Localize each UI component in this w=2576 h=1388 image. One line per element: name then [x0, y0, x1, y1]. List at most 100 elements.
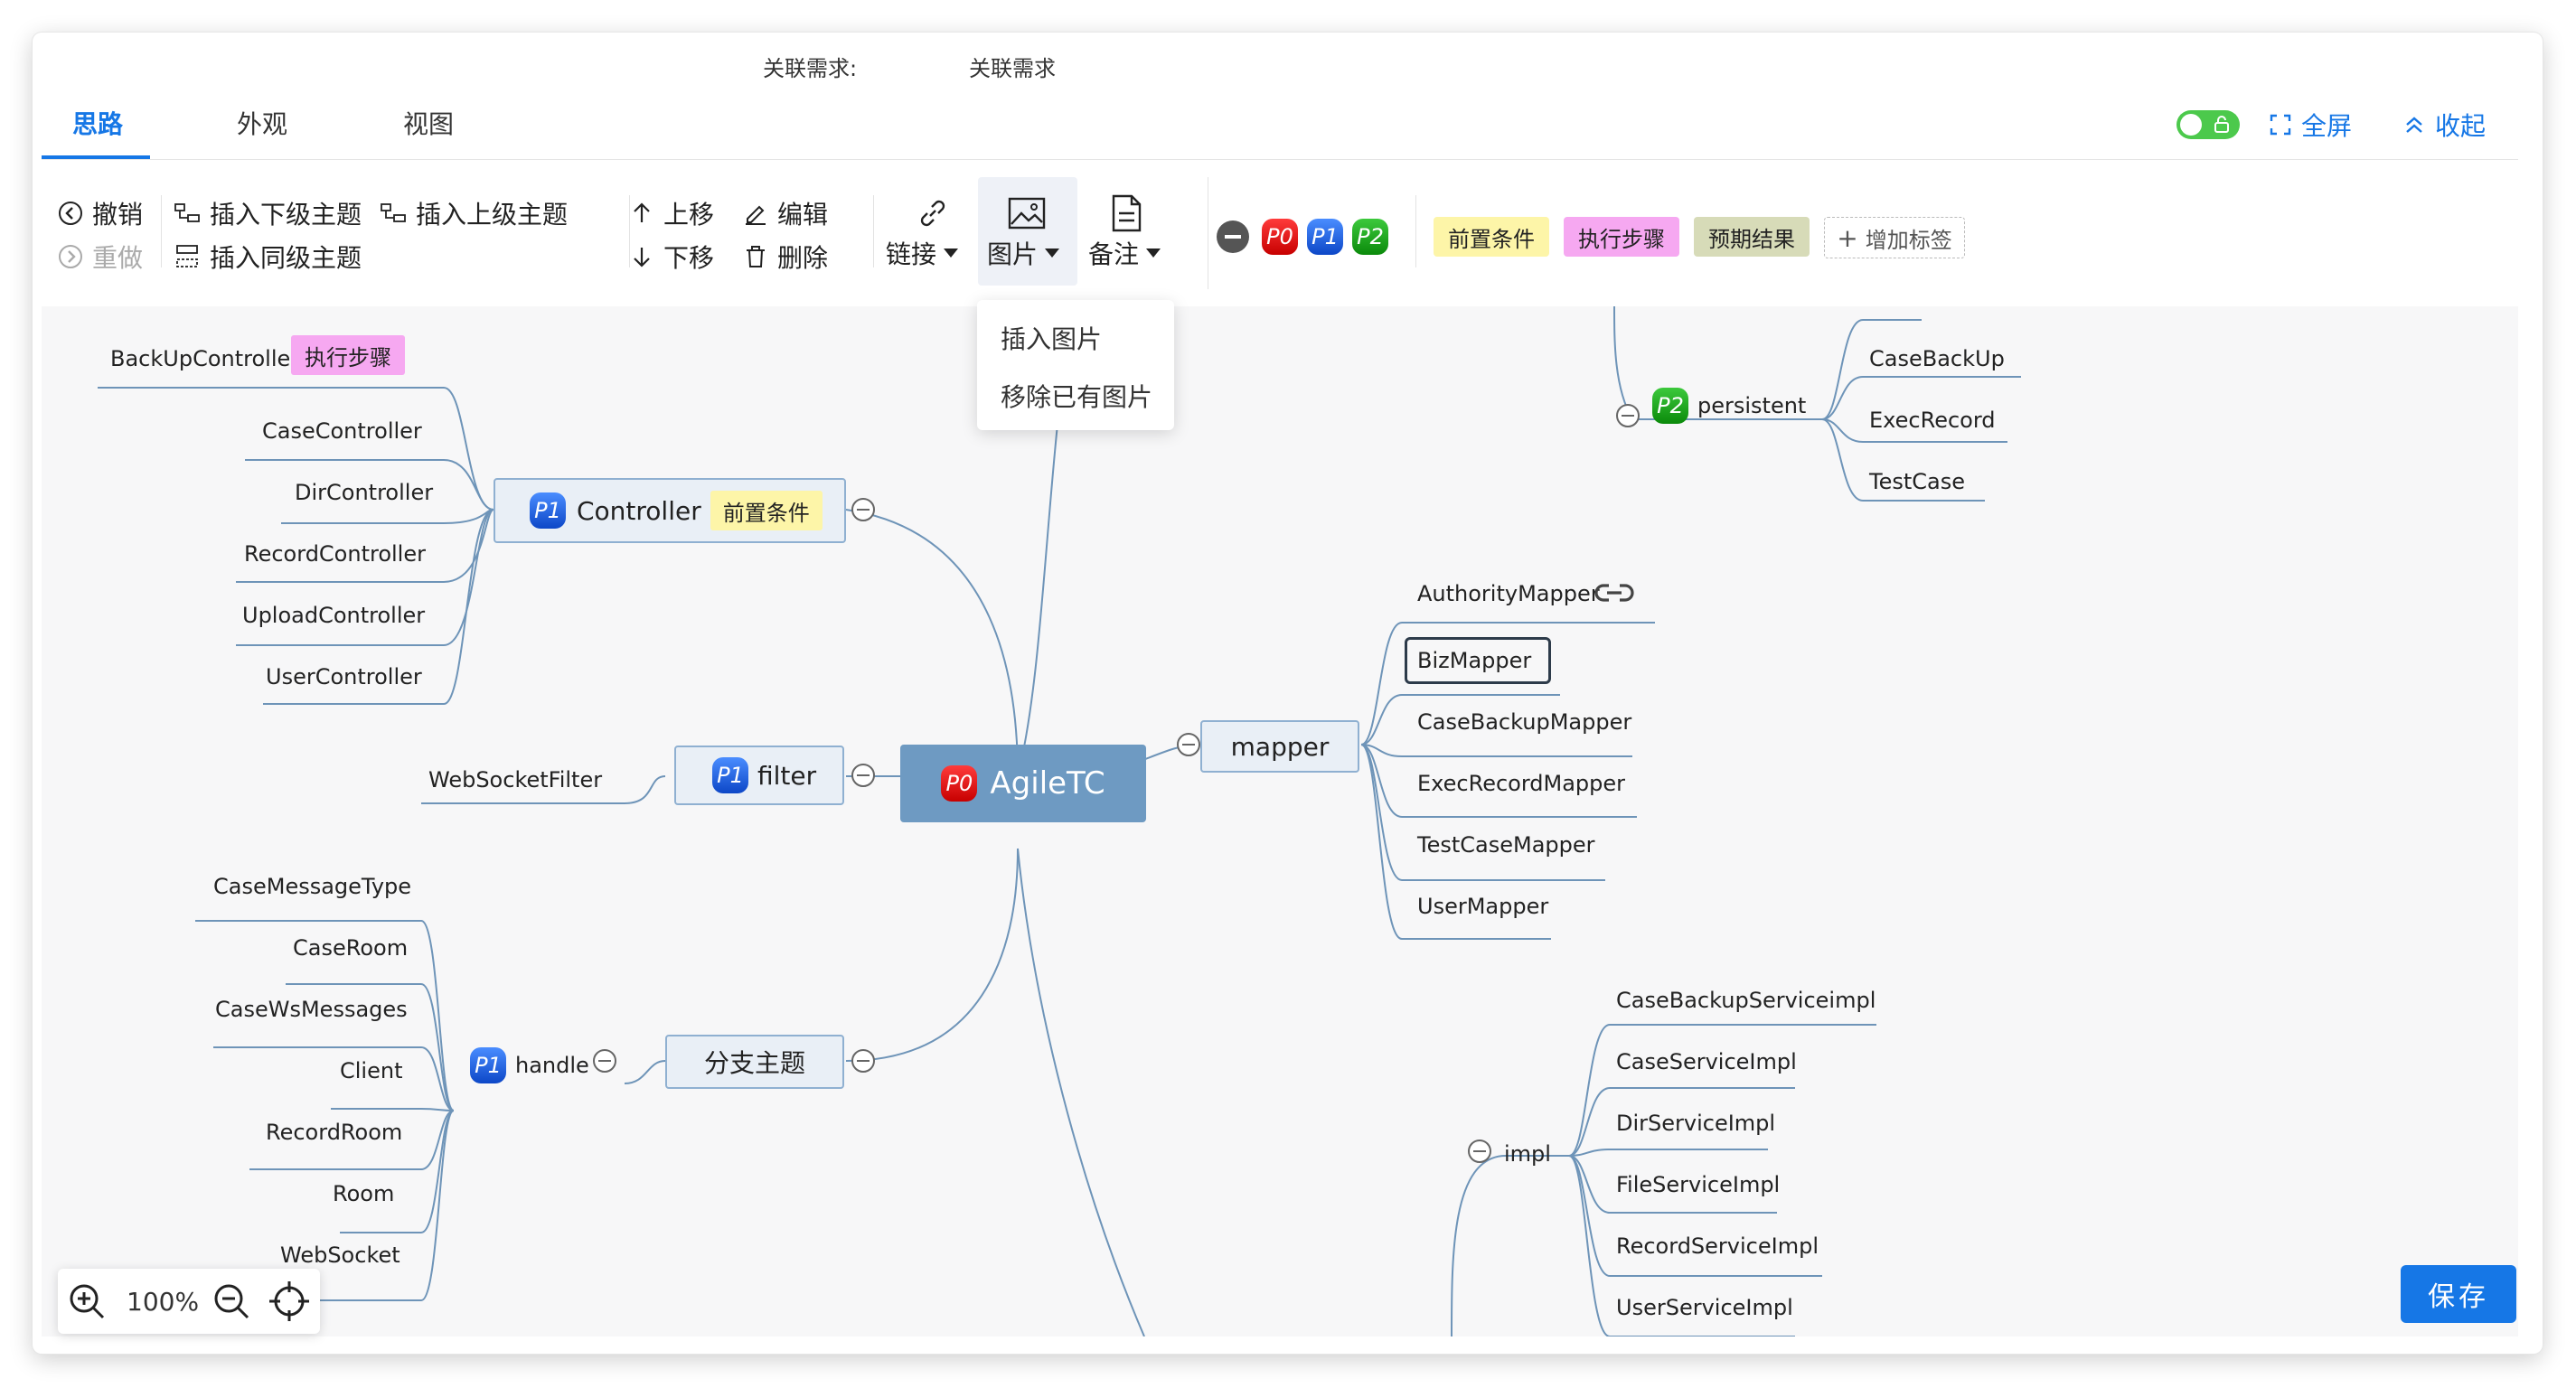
mindmap-canvas[interactable]: P0 AgileTC P1 Controller 前置条件 BackUpCont…: [42, 306, 2518, 1336]
node-casewsmessages[interactable]: CaseWsMessages: [215, 997, 408, 1022]
collapse-button[interactable]: 收起: [2402, 107, 2486, 143]
node-testcase[interactable]: TestCase: [1869, 469, 1965, 494]
image-label: 图片: [987, 239, 1039, 269]
menu-item-insert-image[interactable]: 插入图片: [1001, 324, 1103, 354]
toolbar-separator: [161, 195, 162, 267]
node-usermapper[interactable]: UserMapper: [1417, 894, 1549, 919]
link-icon: [920, 200, 945, 227]
insert-parent-button[interactable]: 插入上级主题: [380, 195, 568, 231]
note-button[interactable]: 备注: [1088, 192, 1179, 278]
node-caseroom[interactable]: CaseRoom: [293, 935, 409, 961]
persistent-node[interactable]: P2 persistent: [1652, 388, 1806, 424]
node-websocket[interactable]: WebSocket: [280, 1243, 400, 1268]
toolbar-separator: [629, 195, 630, 267]
branch-node[interactable]: 分支主题: [665, 1035, 844, 1089]
node-recordserviceimpl[interactable]: RecordServiceImpl: [1616, 1233, 1819, 1259]
priority-p1-button[interactable]: P1: [1307, 219, 1343, 255]
tab-idea[interactable]: 思路: [72, 109, 124, 139]
node-execrecordmapper[interactable]: ExecRecordMapper: [1417, 771, 1626, 796]
impl-label[interactable]: impl: [1504, 1141, 1551, 1167]
node-recordroom[interactable]: RecordRoom: [266, 1120, 403, 1145]
pencil-icon: [746, 205, 766, 225]
node-uploadcontroller[interactable]: UploadController: [242, 603, 426, 628]
zoom-in-icon[interactable]: [67, 1281, 107, 1321]
note-label-wrap: 备注: [1088, 235, 1162, 271]
insert-sibling-button[interactable]: 插入同级主题: [174, 239, 362, 275]
handle-node[interactable]: P1 handle: [470, 1047, 589, 1083]
zoom-level: 100%: [127, 1287, 200, 1317]
menu-item-remove-image[interactable]: 移除已有图片: [1001, 382, 1153, 412]
node-recordcontroller[interactable]: RecordController: [244, 541, 426, 567]
root-node[interactable]: P0 AgileTC: [900, 745, 1146, 822]
node-room[interactable]: Room: [333, 1181, 395, 1206]
insert-parent-label: 插入上级主题: [416, 200, 569, 230]
node-casebackupserviceimpl[interactable]: CaseBackupServiceimpl: [1616, 988, 1876, 1013]
move-down-button[interactable]: 下移: [629, 239, 714, 275]
node-backupcontroller[interactable]: BackUpController: [110, 346, 300, 371]
controller-collapse-icon[interactable]: [851, 498, 875, 521]
node-casebackup[interactable]: CaseBackUp: [1869, 346, 2005, 371]
node-execrecord[interactable]: ExecRecord: [1869, 408, 1996, 433]
undo-button[interactable]: 撤销: [58, 195, 143, 231]
tag-expected-button[interactable]: 预期结果: [1694, 217, 1810, 257]
persistent-label: persistent: [1697, 393, 1807, 418]
mapper-node[interactable]: mapper: [1200, 720, 1359, 773]
tag-steps-button[interactable]: 执行步骤: [1564, 217, 1679, 257]
node-client[interactable]: Client: [340, 1058, 403, 1083]
insert-child-button[interactable]: 插入下级主题: [174, 195, 362, 231]
node-caseserviceimpl[interactable]: CaseServiceImpl: [1616, 1049, 1797, 1074]
fullscreen-button[interactable]: 全屏: [2269, 107, 2352, 143]
node-usercontroller[interactable]: UserController: [266, 664, 422, 689]
image-icon: [1008, 197, 1046, 230]
insert-child-label: 插入下级主题: [210, 200, 362, 230]
node-fileserviceimpl[interactable]: FileServiceImpl: [1616, 1172, 1781, 1197]
image-button[interactable]: 图片: [978, 177, 1077, 286]
node-casemessagetype[interactable]: CaseMessageType: [213, 874, 412, 899]
delete-label: 删除: [777, 243, 829, 273]
node-websocketfilter[interactable]: WebSocketFilter: [428, 767, 603, 792]
add-tag-button[interactable]: + 增加标签: [1824, 217, 1965, 258]
node-casecontroller[interactable]: CaseController: [262, 418, 422, 444]
redo-button[interactable]: 重做: [58, 239, 143, 275]
lock-toggle[interactable]: [2176, 110, 2240, 139]
tab-view[interactable]: 视图: [403, 109, 455, 139]
zoom-controls: 100%: [58, 1269, 320, 1334]
node-authoritymapper[interactable]: AuthorityMapper: [1417, 581, 1600, 606]
link-label: 链接: [886, 239, 937, 269]
node-dircontroller[interactable]: DirController: [295, 480, 434, 505]
root-label: AgileTC: [990, 765, 1105, 802]
tag-precondition-button[interactable]: 前置条件: [1434, 217, 1549, 257]
handle-label: handle: [515, 1053, 589, 1078]
delete-button[interactable]: 删除: [743, 239, 828, 275]
branch-collapse-icon[interactable]: [851, 1049, 875, 1073]
save-button[interactable]: 保存: [2401, 1265, 2516, 1323]
lock-icon: [2214, 116, 2229, 133]
toolbar-separator: [1415, 195, 1416, 267]
mapper-collapse-icon[interactable]: [1177, 733, 1200, 756]
zoom-out-icon[interactable]: [212, 1281, 251, 1321]
controller-node[interactable]: P1 Controller 前置条件: [494, 478, 846, 543]
persistent-collapse-icon[interactable]: [1616, 404, 1640, 427]
collapse-label: 收起: [2435, 111, 2487, 141]
node-bizmapper[interactable]: BizMapper: [1417, 648, 1532, 673]
linked-requirement-value[interactable]: 关联需求: [969, 56, 1056, 81]
node-userserviceimpl[interactable]: UserServiceImpl: [1616, 1295, 1793, 1320]
node-testcasemapper[interactable]: TestCaseMapper: [1417, 832, 1595, 858]
node-dirserviceimpl[interactable]: DirServiceImpl: [1616, 1111, 1776, 1136]
remove-priority-button[interactable]: [1217, 220, 1249, 253]
priority-p0-button[interactable]: P0: [1262, 219, 1298, 255]
filter-node[interactable]: P1 filter: [674, 746, 844, 805]
move-up-button[interactable]: 上移: [629, 195, 714, 231]
edit-button[interactable]: 编辑: [743, 195, 828, 231]
priority-p2-button[interactable]: P2: [1352, 219, 1388, 255]
link-attached-icon[interactable]: [1594, 581, 1634, 605]
node-casebackupmapper[interactable]: CaseBackupMapper: [1417, 709, 1632, 735]
handle-priority-badge: P1: [470, 1047, 506, 1083]
link-button[interactable]: 链接: [886, 192, 976, 278]
impl-collapse-icon[interactable]: [1468, 1139, 1491, 1163]
handle-collapse-icon[interactable]: [593, 1049, 616, 1073]
caret-down-icon: [1045, 249, 1060, 258]
filter-collapse-icon[interactable]: [851, 764, 875, 787]
tab-appearance[interactable]: 外观: [237, 109, 288, 139]
locate-center-icon[interactable]: [268, 1280, 311, 1323]
